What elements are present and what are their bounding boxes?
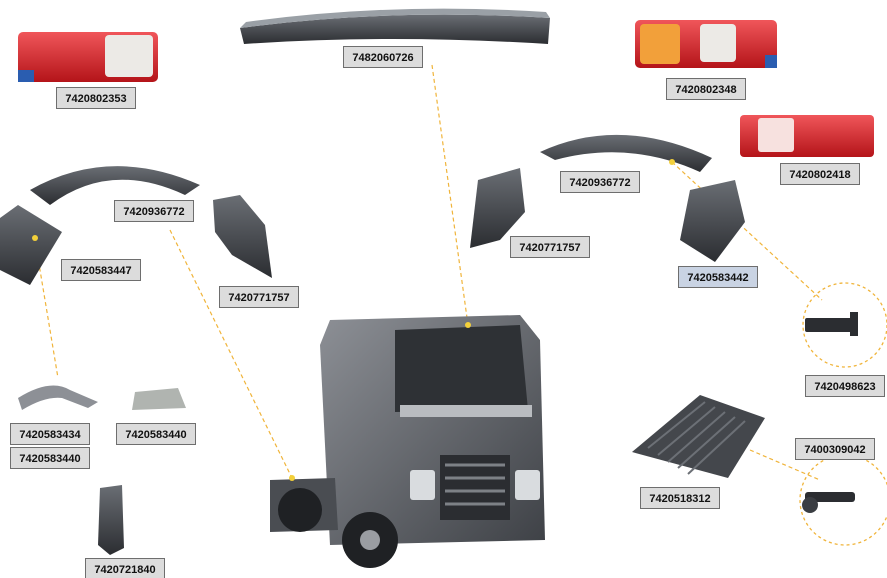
bracket-a-part [18,385,98,410]
step-part [632,395,765,478]
fender-right-part [540,134,712,172]
part-number-step: 7420518312 [640,487,720,509]
part-number-bracket-d: 7420721840 [85,558,165,578]
part-number-rear-lamp-right-top: 7420802348 [666,78,746,100]
rear-lamp-left-part [18,32,158,82]
bracket-b-part [132,388,186,410]
part-number-fender-left: 7420936772 [114,200,194,222]
bracket-d-part [98,485,124,555]
part-number-clip-bottom: 7400309042 [795,438,875,460]
part-number-mudflap-right-rear: 7420583442 [678,266,758,288]
part-number-spoiler: 7482060726 [343,46,423,68]
clip-bottom-part [802,492,855,513]
part-number-clip-top: 7420498623 [805,375,885,397]
part-number-bracket-c: 7420583440 [10,447,90,469]
roof-spoiler-part [240,8,550,44]
rear-lamp-right-top-part [635,20,777,68]
part-number-bracket-b: 7420583440 [116,423,196,445]
mudflap-left-front-part [0,205,62,285]
part-number-mudflap-left-rear: 7420771757 [219,286,299,308]
part-number-bracket-a: 7420583434 [10,423,90,445]
part-number-mudflap-left-front: 7420583447 [61,259,141,281]
fender-left-part [30,166,200,205]
clip-top-part [805,312,858,336]
mudflap-right-rear-part [680,180,745,262]
mudflap-right-front-part [470,168,525,248]
part-number-rear-lamp-left: 7420802353 [56,87,136,109]
part-number-rear-lamp-right-lens: 7420802418 [780,163,860,185]
part-number-mudflap-right-front: 7420771757 [510,236,590,258]
part-number-fender-right: 7420936772 [560,171,640,193]
rear-lamp-right-lens-part [740,115,874,157]
truck-illustration [270,315,545,568]
mudflap-left-rear-part [213,195,272,278]
